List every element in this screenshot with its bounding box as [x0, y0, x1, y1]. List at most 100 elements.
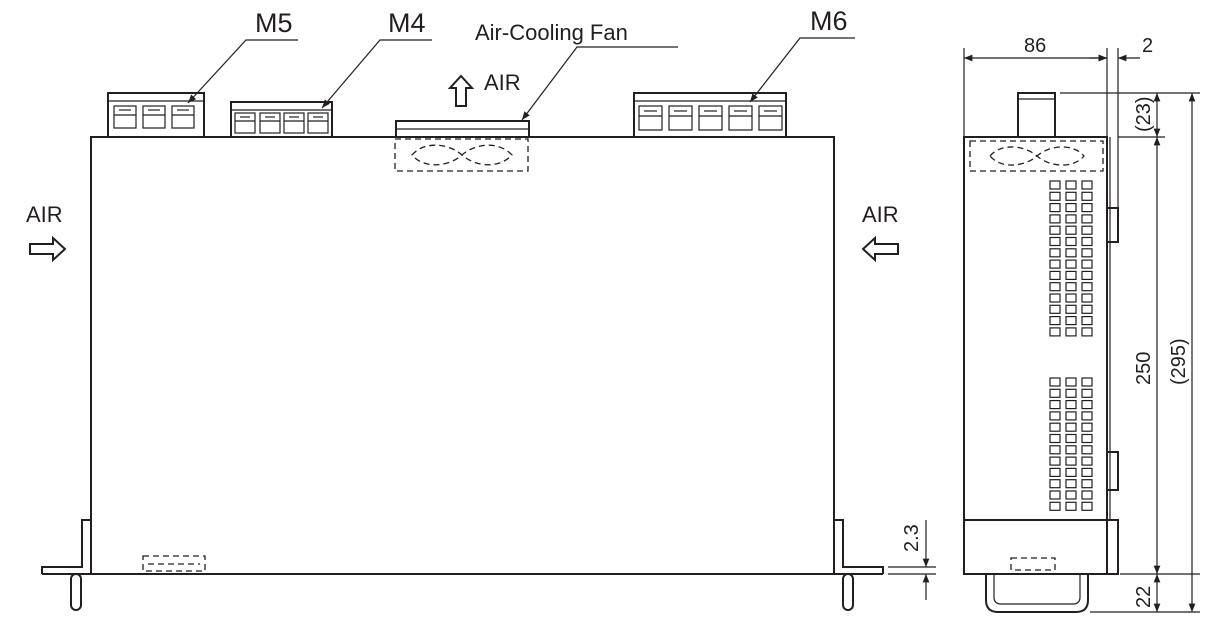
dim-2-3-label: 2.3: [901, 524, 923, 552]
vent-slot: [1065, 270, 1077, 280]
side-terminal: [1017, 92, 1056, 138]
vent-slot: [1081, 248, 1093, 258]
vent-slot: [1049, 248, 1061, 258]
vent-slot: [1065, 180, 1077, 190]
front-body: [90, 136, 835, 575]
vent-slot: [1081, 259, 1093, 269]
vent-slot: [1065, 225, 1077, 235]
vent-slot: [1049, 282, 1061, 292]
fan-top-plate: [395, 120, 530, 138]
vent-slot: [1065, 214, 1077, 224]
vent-slot: [1049, 433, 1061, 444]
side-base: [963, 519, 1119, 575]
vent-slot: [1081, 270, 1093, 280]
vent-slot: [1081, 422, 1093, 432]
vent-slot: [1081, 445, 1093, 455]
vent-slot: [1049, 191, 1061, 201]
vent-slot: [1081, 203, 1093, 213]
vent-slot: [1065, 467, 1077, 477]
vent-slot: [1049, 490, 1061, 500]
left-pin: [70, 573, 82, 611]
vent-slot: [1065, 422, 1077, 432]
vent-slot: [1065, 388, 1077, 398]
vent-slot: [1065, 236, 1077, 247]
vent-slot: [1049, 214, 1061, 224]
m4-leader: [321, 39, 432, 109]
vent-slot: [1081, 225, 1093, 235]
bottom-hidden-part: [142, 555, 206, 572]
vent-slot: [1049, 327, 1061, 337]
vent-slot: [1065, 400, 1077, 410]
vent-slot: [1081, 501, 1093, 511]
vent-slot: [1049, 445, 1061, 455]
vent-slot: [1065, 259, 1077, 269]
m6-leader: [749, 37, 855, 103]
vent-slot: [1065, 304, 1077, 314]
m6-terminal-block: [633, 92, 787, 138]
vent-slot: [1065, 203, 1077, 213]
vent-slot: [1049, 467, 1061, 477]
fan-hidden-outline: [394, 138, 529, 172]
vent-slot: [1065, 191, 1077, 201]
vent-slot: [1049, 270, 1061, 280]
vent-slot: [1081, 327, 1093, 337]
dim-2-3: 2.3: [888, 520, 936, 600]
m5-terminal-block: [107, 92, 205, 138]
vent-slot: [1049, 456, 1061, 466]
dim-86: 86 2: [963, 35, 1153, 208]
air-left-label: AIR: [26, 202, 63, 227]
dim-295-label: (295): [1168, 338, 1190, 385]
vent-slot: [1081, 316, 1093, 326]
vent-slot: [1065, 377, 1077, 387]
vent-slot: [1049, 422, 1061, 432]
vent-slot: [1049, 377, 1061, 387]
m4-label: M4: [388, 8, 426, 38]
dim-250-label: 250: [1133, 352, 1155, 385]
vent-slot: [1081, 180, 1093, 190]
front-view: M5 M4 Air-Cooling Fan M6 AIR AIR AIR 2.3: [26, 6, 936, 611]
vent-slot: [1065, 490, 1077, 500]
vent-slot: [1081, 456, 1093, 466]
m4-terminal-block: [230, 101, 333, 138]
air-up-arrow: [447, 74, 475, 107]
m6-label: M6: [810, 6, 848, 36]
vent-slot: [1065, 433, 1077, 444]
vent-slot: [1081, 388, 1093, 398]
vent-slot: [1081, 236, 1093, 247]
vent-slot: [1081, 490, 1093, 500]
ventilation-grid: [1049, 180, 1093, 511]
vent-slot: [1049, 479, 1061, 489]
air-right-label: AIR: [862, 202, 899, 227]
air-left-arrow: [861, 235, 899, 263]
vertical-dims: (23) 250 22 (295): [1060, 92, 1200, 613]
vent-slot: [1065, 327, 1077, 337]
vent-slot: [1081, 479, 1093, 489]
vent-slot: [1081, 214, 1093, 224]
vent-slot: [1065, 479, 1077, 489]
vent-slot: [1049, 225, 1061, 235]
vent-slot: [1065, 282, 1077, 292]
fan-leader: [521, 46, 678, 121]
vent-slot: [1049, 203, 1061, 213]
vent-slot: [1065, 248, 1077, 258]
air-top-label: AIR: [484, 70, 521, 95]
right-flange: [834, 519, 884, 574]
vent-slot: [1049, 400, 1061, 410]
vent-slot: [1065, 445, 1077, 455]
vent-slot: [1065, 316, 1077, 326]
fan-label: Air-Cooling Fan: [475, 20, 628, 45]
vent-slot: [1081, 304, 1093, 314]
m5-label: M5: [255, 8, 293, 38]
vent-slot: [1065, 501, 1077, 511]
vent-slot: [1081, 467, 1093, 477]
vent-slot: [1049, 304, 1061, 314]
vent-slot: [1065, 456, 1077, 466]
vent-slot: [1081, 377, 1093, 387]
vent-slot: [1049, 411, 1061, 421]
vent-slot: [1049, 236, 1061, 247]
left-flange: [41, 519, 91, 574]
vent-slot: [1049, 180, 1061, 190]
side-body: [963, 136, 1108, 575]
vent-slot: [1049, 501, 1061, 511]
